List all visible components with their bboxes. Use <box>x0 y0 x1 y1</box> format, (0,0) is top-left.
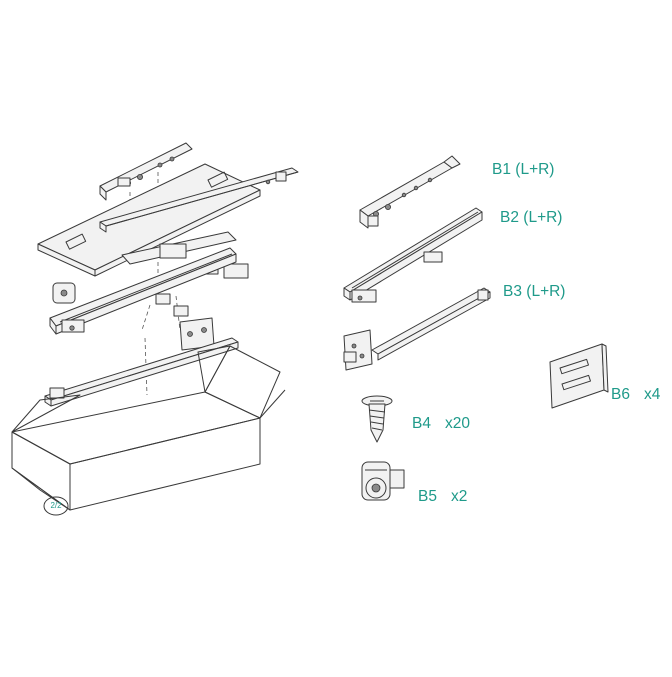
label-b2-code: B2 <box>500 209 519 226</box>
assembly-upper-runner <box>99 167 299 233</box>
label-b6-code: B6 <box>611 386 630 403</box>
label-b2: B2 (L+R) <box>500 209 562 227</box>
assembly-lower-runner <box>49 247 237 335</box>
open-box <box>11 345 286 516</box>
label-b5-qty: x2 <box>450 488 468 505</box>
label-b4: B4 x20 <box>412 415 470 433</box>
label-b3-code: B3 <box>503 283 522 300</box>
exploded-assembly <box>11 142 299 516</box>
part-b4-screw <box>361 395 393 443</box>
label-b3: B3 (L+R) <box>503 283 565 301</box>
label-b3-qty: (L+R) <box>526 283 566 300</box>
label-b1-code: B1 <box>492 161 511 178</box>
part-b1-bracket <box>359 155 461 229</box>
part-b3-rail <box>343 287 491 371</box>
assembly-locking-device <box>52 282 189 317</box>
label-b2-qty: (L+R) <box>523 209 563 226</box>
label-b4-qty: x20 <box>444 415 470 432</box>
label-b6: B6 x4 <box>611 386 660 404</box>
part-b6-plate <box>549 343 609 409</box>
label-b1-qty: (L+R) <box>515 161 555 178</box>
label-b6-qty: x4 <box>643 386 661 403</box>
label-b5-code: B5 <box>418 488 437 505</box>
box-number: 2/2 <box>50 501 62 510</box>
assembly-top-bracket <box>99 142 193 201</box>
label-b4-code: B4 <box>412 415 431 432</box>
label-b5: B5 x2 <box>418 488 467 506</box>
assembly-rear-bracket <box>179 317 215 351</box>
label-b1: B1 (L+R) <box>492 161 554 179</box>
assembly-lower-rail <box>44 337 239 407</box>
part-b5-locking-device <box>361 461 405 501</box>
part-b2-runner <box>343 207 483 303</box>
